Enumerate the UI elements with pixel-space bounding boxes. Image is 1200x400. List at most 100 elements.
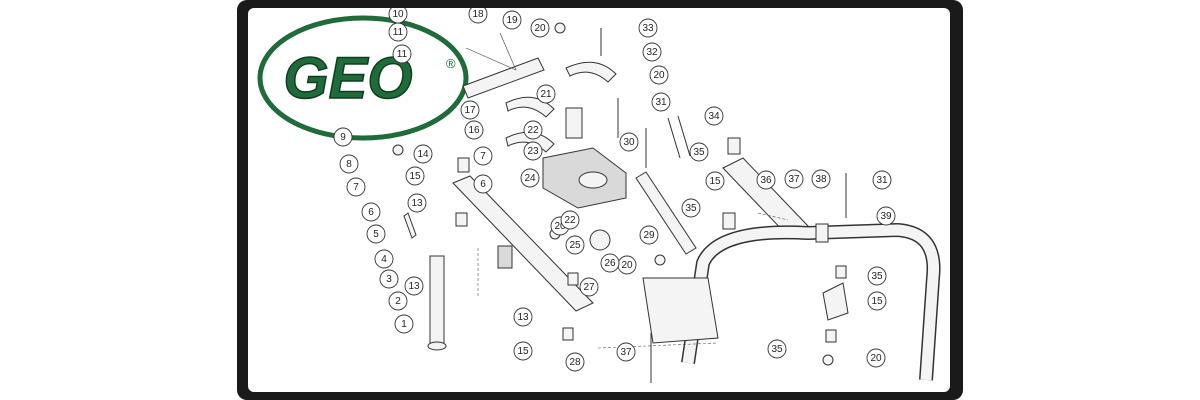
frame-clamp: [815, 223, 829, 243]
callout-26: 26: [600, 253, 620, 273]
callout-20: 20: [866, 348, 886, 368]
logo-text: GEO: [284, 46, 413, 111]
callout-label: 35: [685, 203, 697, 214]
callout-label: 35: [693, 147, 705, 158]
callout-7: 7: [473, 146, 493, 166]
callout-15: 15: [867, 291, 887, 311]
housing-bore: [578, 171, 608, 189]
callout-4: 4: [374, 249, 394, 269]
callout-18: 18: [468, 8, 488, 24]
callout-label: 37: [620, 347, 632, 358]
callout-label: 10: [392, 9, 404, 20]
arm-bracket: [497, 245, 513, 269]
bushing-13-mid: [455, 212, 468, 227]
callout-15: 15: [513, 341, 533, 361]
nut-20-bottom: [822, 354, 834, 366]
callout-35: 35: [767, 339, 787, 359]
callout-24: 24: [520, 168, 540, 188]
callout-37: 37: [784, 169, 804, 189]
callout-22: 22: [523, 120, 543, 140]
callout-36: 36: [756, 170, 776, 190]
callout-11: 11: [388, 22, 408, 42]
callout-label: 6: [368, 207, 374, 218]
callout-13: 13: [407, 193, 427, 213]
callout-label: 1: [401, 319, 407, 330]
callout-label: 21: [540, 89, 552, 100]
callout-39: 39: [876, 206, 896, 226]
callout-label: 6: [480, 179, 486, 190]
callout-13: 13: [404, 276, 424, 296]
callout-label: 38: [815, 174, 827, 185]
nut-20-top: [554, 22, 566, 34]
callout-8: 8: [339, 154, 359, 174]
callout-label: 18: [472, 9, 484, 20]
bushing-13-bottom: [562, 327, 574, 341]
callout-label: 26: [604, 258, 616, 269]
callout-label: 16: [468, 125, 480, 136]
callout-21: 21: [536, 84, 556, 104]
callout-15: 15: [405, 166, 425, 186]
callout-11: 11: [392, 44, 412, 64]
callout-29: 29: [639, 225, 659, 245]
callout-label: 15: [409, 171, 421, 182]
callout-label: 32: [646, 47, 658, 58]
callout-14: 14: [413, 144, 433, 164]
exploded-parts-diagram: GEO ®: [257, 8, 941, 383]
callout-label: 2: [395, 296, 401, 307]
vertical-post: [429, 255, 445, 347]
callout-label: 20: [870, 353, 882, 364]
callout-label: 34: [708, 111, 720, 122]
lynch-pin-5: [403, 212, 417, 239]
callout-28: 28: [565, 352, 585, 372]
bushing-13-top: [457, 157, 470, 173]
callout-35: 35: [681, 198, 701, 218]
bolt-34b: [677, 115, 691, 157]
post-foot: [427, 341, 447, 351]
callout-label: 28: [569, 357, 581, 368]
frame-arm-lower: [822, 282, 849, 321]
bushing-35d: [825, 329, 837, 343]
callout-label: 13: [408, 281, 420, 292]
callout-27: 27: [579, 277, 599, 297]
callout-31: 31: [872, 170, 892, 190]
hydraulic-cylinder: [462, 57, 545, 99]
callout-33: 33: [638, 18, 658, 38]
callout-6: 6: [473, 174, 493, 194]
callout-label: 11: [397, 49, 408, 60]
callout-label: 36: [760, 175, 772, 186]
callout-13: 13: [513, 307, 533, 327]
callout-label: 15: [871, 296, 883, 307]
diagram-panel: GEO ®: [248, 8, 950, 392]
callout-label: 15: [517, 346, 529, 357]
nut-20-mid: [654, 254, 666, 266]
bushing-13-right: [567, 272, 579, 286]
callout-20: 20: [530, 18, 550, 38]
callout-label: 23: [527, 146, 539, 157]
callout-label: 22: [564, 215, 576, 226]
callout-20: 20: [617, 255, 637, 275]
bushing-35b: [722, 212, 736, 230]
callout-label: 39: [880, 211, 892, 222]
callout-22: 22: [560, 210, 580, 230]
upper-clamp: [565, 61, 617, 83]
callout-label: 35: [871, 271, 883, 282]
callout-label: 4: [381, 254, 387, 265]
callout-label: 25: [569, 240, 581, 251]
callout-label: 27: [583, 282, 595, 293]
callout-1: 1: [394, 314, 414, 334]
callout-label: 33: [642, 23, 654, 34]
callout-6: 6: [361, 202, 381, 222]
callout-label: 9: [340, 132, 346, 143]
callout-34: 34: [704, 106, 724, 126]
callout-label: 20: [621, 260, 633, 271]
spacer-tube: [565, 107, 583, 139]
callout-label: 3: [386, 274, 392, 285]
callout-label: 20: [534, 23, 546, 34]
bolt-34a: [667, 117, 681, 159]
callout-label: 8: [346, 159, 352, 170]
washer-9: [392, 144, 404, 156]
parts-drawing: [392, 22, 941, 383]
callout-23: 23: [523, 141, 543, 161]
callout-label: 24: [524, 173, 536, 184]
